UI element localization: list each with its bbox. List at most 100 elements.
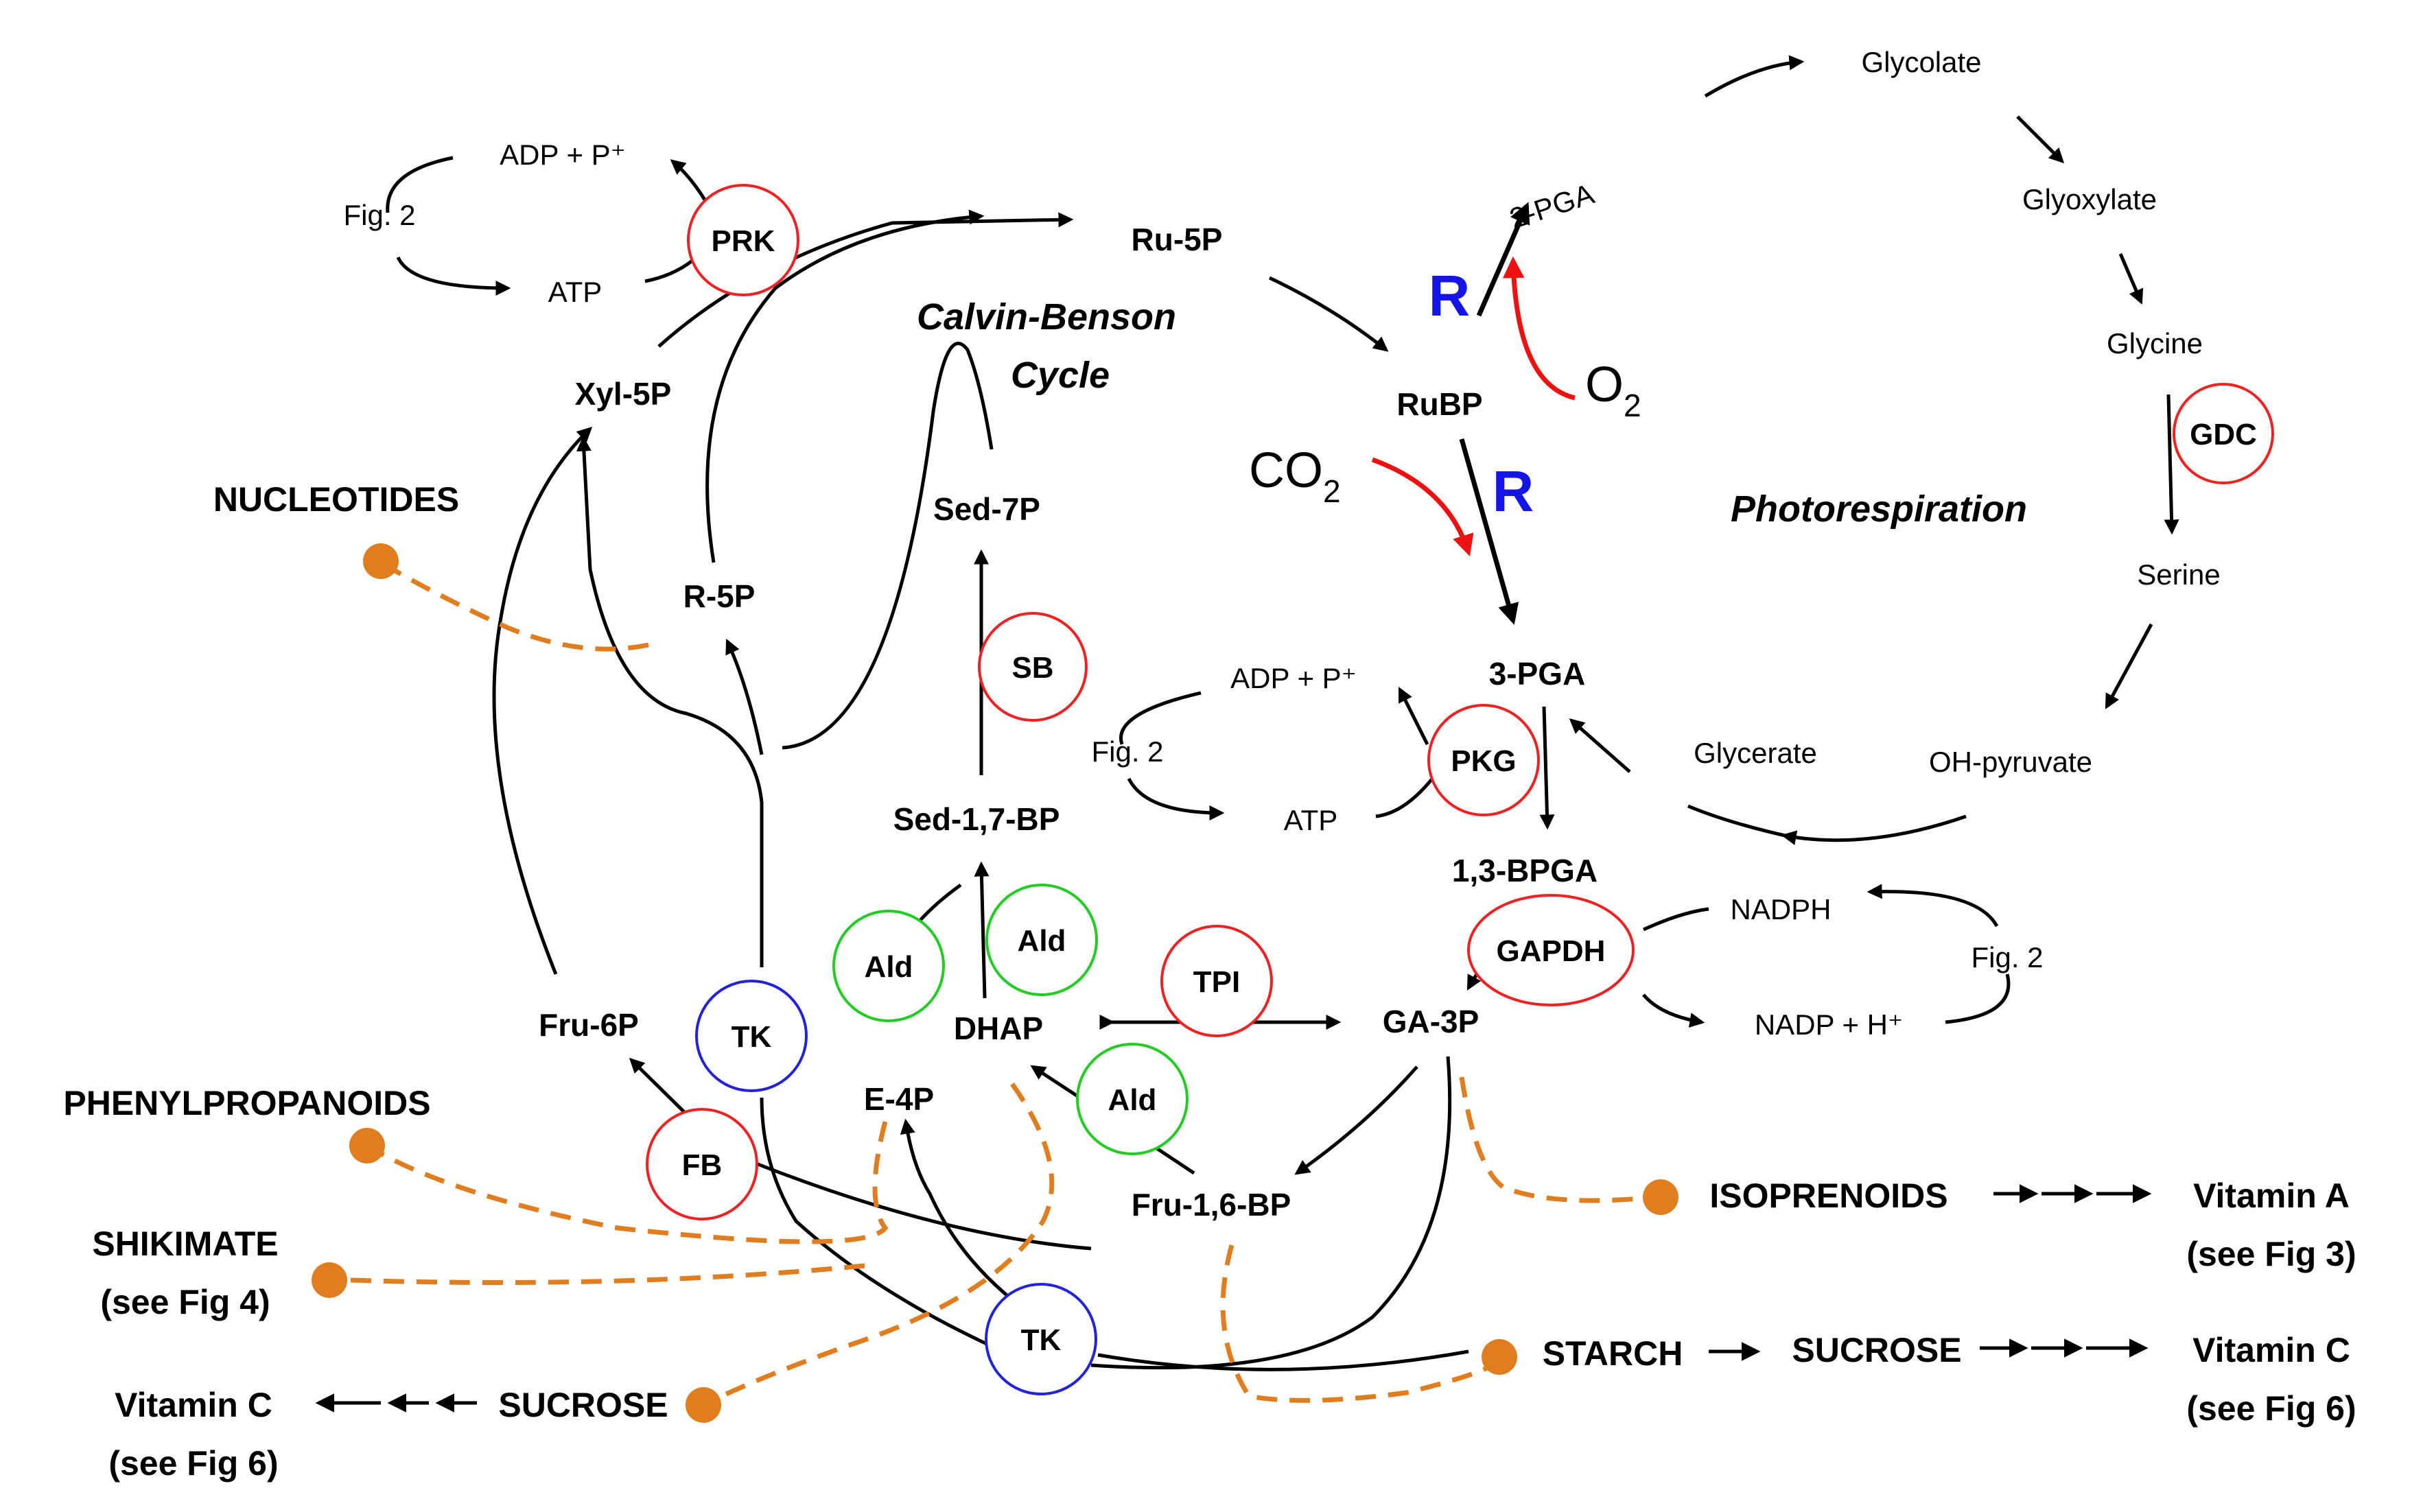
cofactor-atp-top: ATP [548, 276, 602, 308]
dot-phenylpropanoids [349, 1128, 385, 1163]
dash-e4p-shikimate [329, 1263, 865, 1285]
cofactor-fig2-mid: Fig. 2 [1091, 735, 1163, 768]
cofactor-fig2-top: Fig. 2 [343, 199, 415, 231]
title-calvin-line1: Calvin-Benson [917, 296, 1176, 338]
enzyme-ald-lower-label: Ald [1108, 1083, 1157, 1117]
arrow-ga3p-fru16bp [1294, 1065, 1418, 1175]
title-calvin-line2: Cycle [1011, 355, 1110, 396]
dot-nucleotides [363, 543, 399, 579]
enzyme-ald-right-label: Ald [1018, 924, 1066, 958]
metabolite-xyl5p: Xyl-5P [575, 376, 672, 412]
metabolite-rubp: RuBP [1396, 386, 1482, 422]
dot-starch [1482, 1339, 1517, 1375]
arrow-ohpyruvate-glycerate [1781, 814, 1967, 845]
enzyme-tpi: TPI [1160, 925, 1273, 1037]
metabolite-ru5p: Ru-5P [1132, 222, 1223, 257]
metabolite-e4p: E-4P [864, 1081, 934, 1117]
metabolites: Ru-5P RuBP 3-PGA 1,3-BPGA GA-3P DHAP Fru… [539, 46, 2221, 1222]
cofactors: ADP + P⁺ ATP Fig. 2 ADP + P⁺ ATP Fig. 2 … [343, 139, 2043, 1041]
metabolite-serine: Serine [2137, 558, 2220, 591]
metabolite-sed17bp: Sed-1,7-BP [893, 801, 1060, 837]
metabolite-glyoxylate: Glyoxylate [2022, 183, 2157, 215]
dash-r5p-nucleotides [379, 560, 649, 652]
rubisco-label-carboxylation: R [1493, 459, 1534, 523]
metabolite-fru6p: Fru-6P [539, 1007, 639, 1043]
arrow-tk-r5p [725, 639, 764, 755]
arrow-nadp-out [1642, 993, 1705, 1028]
metabolite-2pga: 2-PGA [1506, 178, 1598, 235]
arrow-3pga-13bpga [1539, 706, 1555, 830]
metabolite-ga3p: GA-3P [1383, 1004, 1479, 1039]
cofactor-adp-mid: ADP + P⁺ [1230, 662, 1357, 694]
enzyme-pkg: PKG [1427, 704, 1540, 816]
product-vitc-left-ref: (see Fig 6) [108, 1444, 278, 1483]
enzyme-tk-lower: TK [985, 1283, 1097, 1395]
gases: CO2 O2 R R [1249, 263, 1641, 523]
cofactor-fig2-right: Fig. 2 [1971, 941, 2043, 973]
arrow-rubp-3pga [1459, 438, 1519, 625]
arrow-fig2-nadph [1867, 884, 1999, 928]
products: NUCLEOTIDES PHENYLPROPANOIDS SHIKIMATE (… [63, 480, 2356, 1483]
rubisco-gas-arrows [1371, 256, 1576, 557]
enzyme-fb-label: FB [682, 1148, 723, 1182]
product-phenylpropanoids: PHENYLPROPANOIDS [63, 1084, 430, 1122]
arrow-ru5p-rubp [1268, 276, 1389, 352]
arrow-co2-in [1371, 457, 1474, 557]
titles: Calvin-Benson Cycle Photorespiration [917, 296, 2027, 530]
enzyme-pkg-label: PKG [1451, 744, 1516, 778]
metabolite-3pga: 3-PGA [1489, 656, 1586, 692]
enzyme-tpi-label: TPI [1193, 965, 1240, 999]
enzyme-ald-lower: Ald [1076, 1043, 1189, 1155]
arrow-glycerate-3pga [1569, 718, 1631, 773]
product-isoprenoids: ISOPRENOIDS [1709, 1177, 1947, 1215]
dash-e4p-phenylpropanoids [366, 1121, 889, 1244]
arrow-serine-ohpyruvate [2105, 623, 2153, 709]
metabolite-13bpga: 1,3-BPGA [1452, 853, 1598, 888]
enzyme-tk-lower-label: TK [1021, 1323, 1062, 1357]
metabolite-fru16bp: Fru-1,6-BP [1132, 1187, 1291, 1222]
title-photorespiration: Photorespiration [1731, 488, 2027, 530]
enzyme-prk-label: PRK [712, 224, 775, 258]
product-vitc-left: Vitamin C [115, 1386, 272, 1424]
product-starch: STARCH [1543, 1334, 1683, 1373]
metabolic-outflows [312, 543, 1678, 1423]
arrow-fru16bp-fru6p [717, 1146, 1092, 1251]
enzyme-ald-left: Ald [832, 910, 945, 1022]
product-vitc-right: Vitamin C [2192, 1331, 2350, 1369]
arrow-r5p-ru5p [705, 209, 985, 563]
enzyme-sb: SB [978, 612, 1088, 722]
enzyme-ald-right: Ald [985, 884, 1098, 996]
enzyme-ald-left-label: Ald [865, 950, 913, 984]
metabolite-glycerate: Glycerate [1694, 737, 1817, 769]
pathway-arrows [386, 55, 2179, 1371]
metabolite-dhap: DHAP [954, 1011, 1043, 1046]
metabolite-glycolate: Glycolate [1861, 46, 1981, 78]
arrow-fig2-atp-mid [1127, 777, 1225, 820]
dot-sucrose-left [686, 1387, 721, 1423]
enzyme-tk-upper-label: TK [732, 1020, 772, 1054]
gas-o2: O2 [1585, 357, 1641, 423]
dash-dhap-sucrose [702, 1082, 1055, 1408]
metabolite-r5p: R-5P [683, 578, 756, 614]
dash-ga3p-isoprenoids [1459, 1076, 1658, 1203]
cofactor-nadp: NADP + H⁺ [1755, 1008, 1903, 1041]
arrow-glycine-serine [2164, 394, 2179, 535]
arrow-glycolate-glyoxylate [2016, 115, 2065, 164]
arrow-fru6p-xyl5p [492, 426, 593, 975]
rubisco-label-oxygenation: R [1429, 263, 1471, 328]
arrow-glyoxylate-glycine [2118, 253, 2144, 305]
enzyme-tk-upper: TK [695, 980, 808, 1092]
arrow-fig2-atp-top [396, 256, 511, 296]
arrow-o2-in [1502, 256, 1576, 401]
product-vitc-right-ref: (see Fig 6) [2186, 1389, 2356, 1428]
cofactor-atp-mid: ATP [1284, 804, 1338, 836]
enzyme-sb-label: SB [1011, 651, 1053, 685]
gas-co2: CO2 [1249, 443, 1341, 509]
dot-isoprenoids [1643, 1179, 1678, 1215]
metabolite-ohpyruvate: OH-pyruvate [1929, 746, 2092, 778]
metabolite-sed7p: Sed-7P [933, 491, 1040, 527]
enzyme-fb: FB [646, 1108, 758, 1220]
arrow-2pga-glycolate [1704, 55, 1805, 98]
product-arrows [315, 1184, 2152, 1413]
